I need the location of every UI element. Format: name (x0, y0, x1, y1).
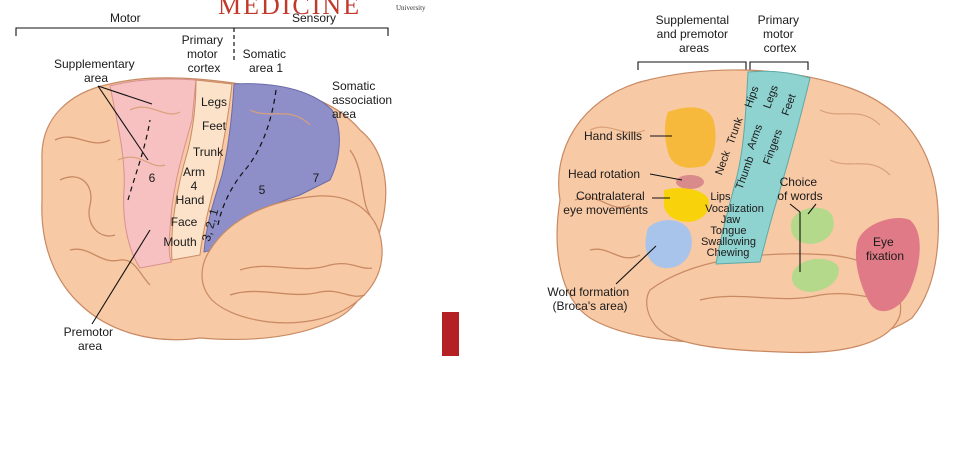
feet-label: Feet (202, 119, 227, 133)
banner-title: MEDICINE (218, 0, 361, 20)
hand-skills-region (665, 107, 716, 167)
contralateral-eye-label: Contralateral eye movements (563, 189, 648, 217)
right-primary-motor-label: Primary motor cortex (758, 13, 803, 55)
banner-subtitle: University (396, 4, 426, 12)
primary-motor-bracket (750, 62, 808, 70)
supplemental-bracket (638, 62, 746, 70)
trunk-label: Trunk (193, 145, 224, 159)
somatic-association-label: Somatic association area (332, 79, 395, 121)
hand-label: Hand (176, 193, 205, 207)
motor-header: Motor (110, 11, 141, 25)
area5-label: 5 (259, 183, 266, 197)
red-divider-bar (442, 312, 459, 356)
choice-of-words-label: Choice of words (777, 175, 822, 203)
somatic-area1-label: Somatic area 1 (243, 47, 290, 75)
legs-label: Legs (201, 95, 227, 109)
area6-label: 6 (149, 171, 156, 185)
sensory-header: Sensory (292, 11, 336, 25)
left-brain-figure: Motor Sensory Supplementary area (16, 11, 395, 353)
hand-skills-label: Hand skills (584, 129, 642, 143)
supplemental-premotor-label: Supplemental and premotor areas (656, 13, 733, 55)
head-rotation-region (676, 175, 704, 189)
face-label: Face (171, 215, 198, 229)
arm-label: Arm (183, 165, 205, 179)
right-brain-figure: Supplemental and premotor areas Primary … (547, 13, 938, 353)
primary-motor-cortex-label: Primary motor cortex (182, 33, 227, 75)
area4-label: 4 (191, 179, 198, 193)
premotor-area-label: Premotor area (64, 325, 117, 353)
word-formation-label: Word formation (Broca's area) (547, 285, 632, 313)
area7-label: 7 (313, 171, 320, 185)
mouth-label: Mouth (163, 235, 196, 249)
head-rotation-label: Head rotation (568, 167, 640, 181)
